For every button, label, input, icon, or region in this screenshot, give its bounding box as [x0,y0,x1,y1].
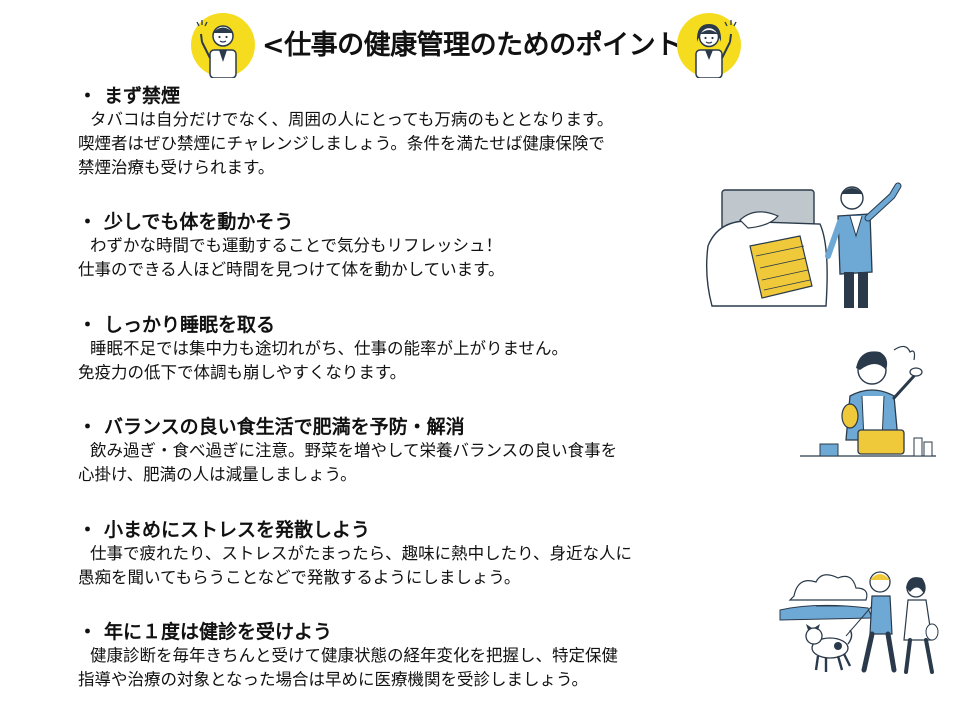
section-line: 健康診断を毎年きちんと受けて健康状態の経年変化を把握し、特定保健 [90,646,618,665]
section-line: 指導や治療の対象となった場合は早めに医療機関を受診しましょう。 [78,670,589,689]
man-waking-stretching-illustration [705,182,902,308]
section-line: わずかな時間でも運動することで気分もリフレッシュ！ [90,236,503,255]
section-sleep: ・しっかり睡眠を取る 睡眠不足では集中力も途切れがち、仕事の能率が上がりません。… [78,313,798,385]
section-heading-text: 年に１度は健診を受けよう [104,621,333,643]
bullet: ・ [78,211,98,233]
section-heading-text: 少しでも体を動かそう [104,211,294,233]
section-stress: ・小まめにストレスを発散しよう 仕事で疲れたり、ストレスがたまったら、趣味に熱中… [78,518,798,590]
section-exercise: ・少しでも体を動かそう わずかな時間でも運動することで気分もリフレッシュ！ 仕事… [78,210,798,282]
bullet: ・ [78,416,98,438]
bullet: ・ [78,314,98,336]
woman-pointing-icon [677,13,741,78]
section-health-checkup: ・年に１度は健診を受けよう 健康診断を毎年きちんと受けて健康状態の経年変化を把握… [78,620,798,692]
section-heading: ・まず禁煙 [78,84,798,108]
section-line: 飲み過ぎ・食べ過ぎに注意。野菜を増やして栄養バランスの良い食事を [90,441,618,460]
section-heading-text: まず禁煙 [104,85,181,107]
woman-cooking-illustration [800,345,936,457]
section-line: 仕事のできる人ほど時間を見つけて体を動かしています。 [78,260,505,279]
section-heading: ・年に１度は健診を受けよう [78,620,798,644]
section-line: 愚痴を聞いてもらうことなどで発散するようにしましょう。 [78,568,521,587]
section-diet: ・バランスの良い食生活で肥満を予防・解消 飲み過ぎ・食べ過ぎに注意。野菜を増やし… [78,415,798,487]
section-heading-text: バランスの良い食生活で肥満を予防・解消 [104,416,465,438]
section-heading-text: 小まめにストレスを発散しよう [104,519,371,541]
bullet: ・ [78,621,98,643]
section-line: 喫煙者はぜひ禁煙にチャレンジしましょう。条件を満たせば健康保険で [78,134,605,153]
man-pointing-icon [191,13,255,78]
page-title: <仕事の健康管理のためのポイント> [262,30,704,61]
bullet: ・ [78,519,98,541]
section-line: 免疫力の低下で体調も崩しやすくなります。 [78,363,407,382]
section-line: 睡眠不足では集中力も途切れがち、仕事の能率が上がりません。 [90,339,569,358]
section-heading: ・しっかり睡眠を取る [78,313,798,337]
couple-walking-dog-illustration [779,571,939,674]
section-line: 心掛け、肥満の人は減量しましょう。 [78,465,357,484]
section-heading-text: しっかり睡眠を取る [104,314,276,336]
section-line: 禁煙治療も受けられます。 [78,158,275,177]
section-heading: ・小まめにストレスを発散しよう [78,518,798,542]
section-quit-smoking: ・まず禁煙 タバコは自分だけでなく、周囲の人にとっても万病のもととなります。 喫… [78,84,798,180]
section-heading: ・バランスの良い食生活で肥満を予防・解消 [78,415,798,439]
section-line: タバコは自分だけでなく、周囲の人にとっても万病のもととなります。 [90,110,614,129]
page-header: <仕事の健康管理のためのポイント> [0,12,960,82]
section-line: 仕事で疲れたり、ストレスがたまったら、趣味に熱中したり、身近な人に [90,544,633,563]
section-heading: ・少しでも体を動かそう [78,210,798,234]
bullet: ・ [78,85,98,107]
